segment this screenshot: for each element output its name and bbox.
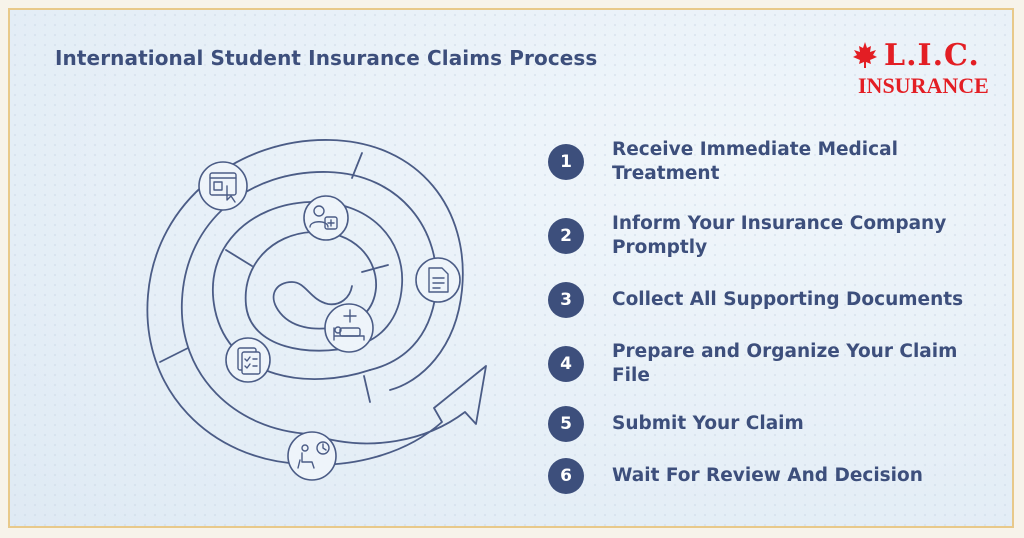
segment-tick [361,264,389,273]
step-label: Inform Your Insurance Company Promptly [612,213,947,258]
step-label: Receive Immediate Medical Treatment [612,139,898,184]
document-icon [415,257,461,303]
step-label: Collect All Supporting Documents [612,289,964,310]
website-click-icon [198,161,248,211]
step-item-2: 2 Inform Your Insurance Company Promptly [548,212,972,260]
step-item-1: 1 Receive Immediate Medical Treatment [548,138,972,186]
step-number-badge: 6 [548,458,584,494]
step-number-badge: 5 [548,406,584,442]
step-label: Prepare and Organize Your Claim File [612,341,958,386]
company-logo: L.I.C. INSURANCE [850,38,995,100]
step-number-badge: 4 [548,346,584,382]
waiting-clock-icon [287,431,337,481]
step-number-badge: 2 [548,218,584,254]
step-number-badge: 1 [548,144,584,180]
claims-spiral-diagram [146,139,487,481]
segment-tick [225,249,253,267]
dot-pattern [10,10,1012,526]
step-item-4: 4 Prepare and Organize Your Claim File [548,340,972,388]
spiral-inner-edge [181,171,438,435]
segment-tick [351,152,363,179]
logo-abbreviation: L.I.C. [884,37,980,73]
step-item-5: 5 Submit Your Claim [548,406,972,442]
step-item-6: 6 Wait For Review And Decision [548,458,972,494]
segment-tick [159,347,189,363]
maple-leaf-icon [853,42,877,68]
spiral-core [272,281,353,330]
step-item-3: 3 Collect All Supporting Documents [548,282,972,318]
spiral-middle-inner [244,231,377,352]
infographic-panel: International Student Insurance Claims P… [8,8,1014,528]
step-label: Submit Your Claim [612,413,804,434]
step-number-badge: 3 [548,282,584,318]
logo-wordmark: INSURANCE [858,73,989,98]
page-title: International Student Insurance Claims P… [55,46,598,70]
spiral-outer-edge [146,139,464,465]
step-label: Wait For Review And Decision [612,465,923,486]
spiral-arrow [301,365,487,466]
segment-tick [363,375,371,403]
